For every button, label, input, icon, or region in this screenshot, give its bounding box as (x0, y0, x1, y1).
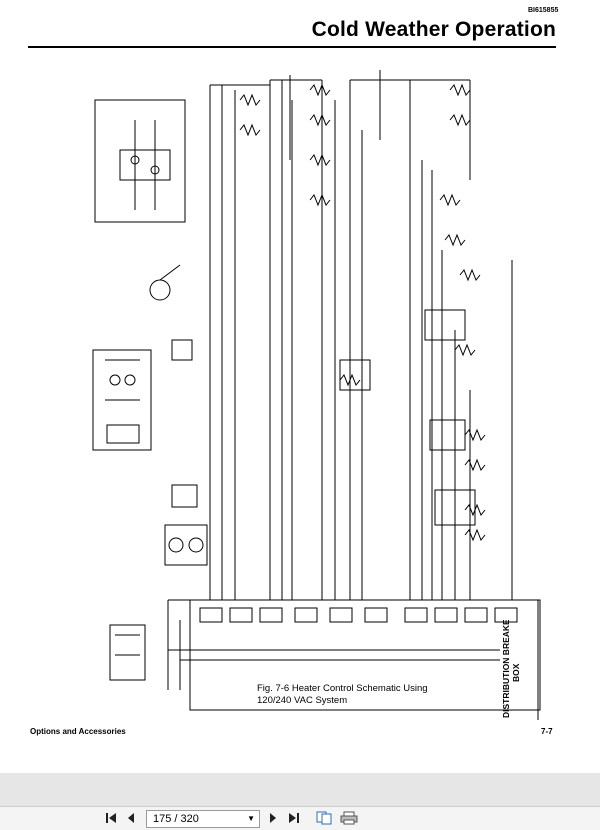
viewer-toolbar: 175 / 320 ▼ (0, 806, 600, 830)
page-title: Cold Weather Operation (311, 18, 556, 41)
page-indicator: 175 / 320 (153, 813, 199, 825)
distribution-breaker-box-label: DISTRIBUTION BREAKER BOX (501, 620, 521, 718)
figure-caption: Fig. 7-6 Heater Control Schematic Using … (257, 683, 428, 707)
box-label-line1: DISTRIBUTION BREAKER (501, 620, 511, 718)
box-label-line2: BOX (511, 663, 521, 682)
distribution-breaker-box-outline (189, 599, 541, 711)
figure-caption-line2: 120/240 VAC System (257, 695, 348, 706)
generator-box (92, 349, 152, 451)
last-page-icon[interactable] (287, 811, 301, 825)
next-page-icon[interactable] (268, 811, 278, 825)
prev-page-icon[interactable] (126, 811, 136, 825)
breaker-row (199, 607, 518, 623)
copy-pages-icon[interactable] (316, 811, 334, 825)
heater-control-schematic (92, 70, 541, 720)
title-rule (28, 46, 556, 48)
document-id: BI615855 (528, 7, 559, 14)
document-page: BI615855 Cold Weather Operation (0, 0, 600, 773)
footer-section: Options and Accessories (30, 727, 126, 736)
first-page-icon[interactable] (104, 811, 118, 825)
footer-page-number: 7-7 (541, 727, 553, 736)
figure-caption-line1: Fig. 7-6 Heater Control Schematic Using (257, 683, 428, 694)
engine-coolant-heater-box (94, 99, 186, 223)
page-number-input[interactable]: 175 / 320 ▼ (146, 810, 260, 828)
print-icon[interactable] (340, 811, 358, 825)
chevron-down-icon[interactable]: ▼ (247, 814, 255, 823)
